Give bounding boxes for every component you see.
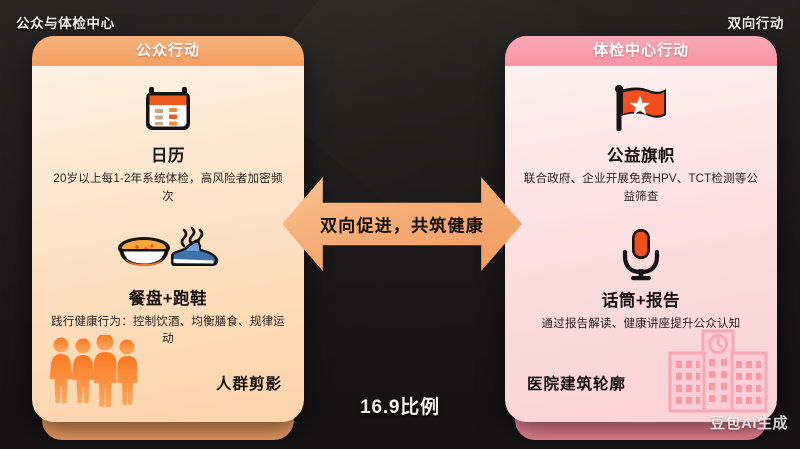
right-block-welfare-flag[interactable]: 公益旗帜 联合政府、企业开展免费HPV、TCT检测等公益筛查 (505, 80, 777, 207)
crowd-silhouette-icon (46, 333, 142, 412)
page-title-right: 双向行动 (727, 16, 784, 31)
left-card-footer: 人群剪影 (32, 330, 304, 422)
right-card-footer: 医院建筑轮廓 (505, 327, 777, 422)
hospital-building-outline-icon (665, 327, 771, 418)
right-block-2-desc: 通过报告解读、健康讲座提升公众认知 (541, 317, 741, 330)
public-action-card[interactable]: 公众行动 (32, 36, 304, 440)
ratio-label: 16.9比例 (0, 392, 800, 419)
bidirectional-arrow: 双向促进，共筑健康 (282, 168, 522, 280)
microphone-and-report-icon (521, 225, 761, 283)
card-left-body: 日历 20岁以上每1-2年系统体检，高风险者加密频次 (32, 66, 304, 422)
left-block-2-title: 餐盘+跑鞋 (128, 289, 208, 308)
left-block-calendar[interactable]: 日历 20岁以上每1-2年系统体检，高风险者加密频次 (32, 80, 304, 207)
card-right-header: 体检中心行动 (505, 36, 777, 66)
right-block-1-desc: 联合政府、企业开展免费HPV、TCT检测等公益筛查 (523, 173, 759, 203)
watermark: 豆包AI生成 (709, 415, 788, 432)
card-left-surface: 公众行动 (32, 36, 304, 422)
right-block-2-title: 话筒+报告 (601, 291, 681, 310)
left-block-diet-exercise[interactable]: 餐盘+跑鞋 践行健康行为：控制饮酒、均衡膳食、规律运动 (32, 223, 304, 350)
card-right-surface: 体检中心行动 公益旗帜 联合政府、企业开展免费HPV、TCT (505, 36, 777, 422)
card-left-header: 公众行动 (32, 36, 304, 66)
right-footer-label: 医院建筑轮廓 (527, 376, 627, 393)
left-block-1-desc: 20岁以上每1-2年系统体检，高风险者加密频次 (53, 173, 283, 203)
right-block-microphone-report[interactable]: 话筒+报告 通过报告解读、健康讲座提升公众认知 (505, 225, 777, 334)
public-welfare-flag-icon (521, 80, 761, 138)
left-block-2-desc: 践行健康行为：控制饮酒、均衡膳食、规律运动 (51, 315, 285, 346)
card-right-body: 公益旗帜 联合政府、企业开展免费HPV、TCT检测等公益筛查 (505, 66, 777, 422)
right-block-1-title: 公益旗帜 (607, 147, 675, 165)
calendar-icon (48, 80, 288, 138)
meal-plate-and-running-shoe-icon (48, 223, 288, 281)
left-block-1-title: 日历 (151, 147, 185, 165)
arrow-label: 双向促进，共筑健康 (320, 216, 484, 236)
exam-center-action-card[interactable]: 体检中心行动 公益旗帜 联合政府、企业开展免费HPV、TCT (505, 36, 777, 440)
left-footer-label: 人群剪影 (215, 376, 282, 393)
ratio-label-text: 16.9比例 (360, 397, 440, 418)
page-title-left: 公众与体检中心 (16, 16, 115, 31)
